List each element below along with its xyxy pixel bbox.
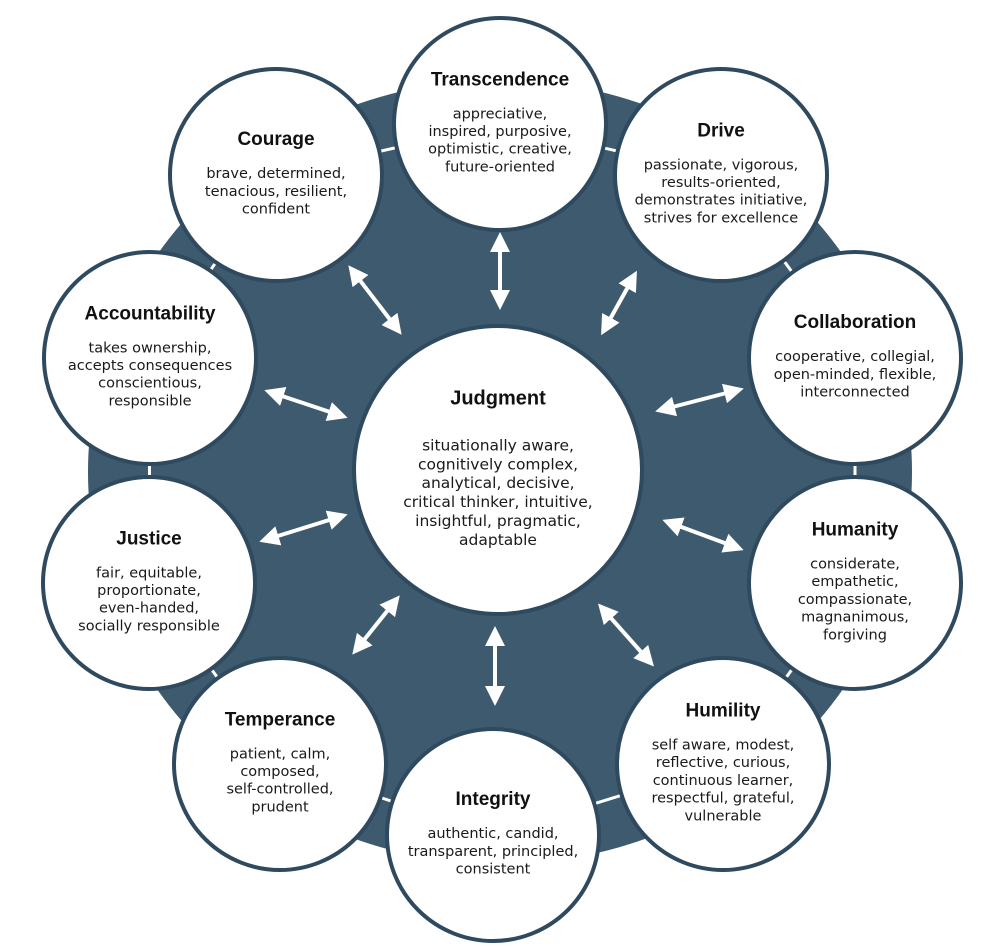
node-transcendence-trait-line: inspired, purposive,: [428, 124, 571, 140]
node-drive: Drive passionate, vigorous, results-orient…: [613, 67, 829, 283]
center-judgment-trait-line: cognitively complex,: [418, 455, 578, 473]
center-judgment-trait-line: adaptable: [459, 531, 537, 549]
node-transcendence-title: Transcendence: [431, 69, 569, 90]
node-drive-trait-line: results-oriented,: [661, 175, 780, 191]
node-collaboration-trait-line: open-minded, flexible,: [774, 367, 936, 383]
center-judgment-title: Judgment: [450, 387, 546, 409]
node-collaboration-trait-line: cooperative, collegial,: [775, 349, 935, 365]
node-collaboration-circle: [747, 250, 963, 466]
double-arrow-icon: [348, 265, 402, 335]
node-drive-trait-line: demonstrates initiative,: [635, 193, 808, 209]
node-justice-title: Justice: [116, 528, 181, 549]
node-temperance-title: Temperance: [225, 709, 336, 730]
node-courage: Courage brave, determined, tenacious, resi…: [168, 67, 384, 283]
node-justice-trait-line: fair, equitable,: [96, 565, 202, 581]
node-integrity-trait-line: consistent: [456, 862, 531, 878]
node-justice-trait-line: even-handed,: [99, 601, 199, 617]
node-humanity: Humanity considerate,empathetic, compassio…: [747, 475, 963, 691]
double-arrow-icon: [655, 383, 744, 417]
node-integrity-title: Integrity: [456, 789, 531, 810]
node-integrity-trait-line: authentic, candid,: [427, 826, 558, 842]
node-accountability-title: Accountability: [85, 303, 216, 324]
node-accountability-trait-line: accepts consequences: [68, 358, 232, 374]
node-temperance: Temperance patient, calm, composed, self-co…: [172, 656, 388, 872]
node-courage-trait-line: brave, determined,: [206, 166, 345, 182]
node-humanity-trait-line: compassionate,: [798, 592, 912, 608]
node-integrity-circle: [385, 727, 601, 943]
node-humility-trait-line: respectful, grateful,: [651, 791, 794, 807]
node-humility-trait-line: vulnerable: [685, 808, 762, 824]
center-judgment: Judgment situationally aware,cognitively …: [352, 324, 644, 616]
node-courage-circle: [168, 67, 384, 283]
node-humanity-trait-line: forgiving: [823, 627, 887, 643]
center-judgment-trait-line: insightful, pragmatic,: [415, 512, 581, 530]
node-temperance-trait-line: composed,: [240, 764, 319, 780]
node-temperance-trait-line: prudent: [251, 799, 309, 815]
node-humility: Humility self aware, modest,reflective, c…: [615, 656, 831, 872]
node-justice-trait-line: socially responsible: [78, 618, 220, 634]
node-humility-title: Humility: [686, 700, 761, 721]
node-collaboration-title: Collaboration: [794, 312, 916, 333]
node-drive-circle: [613, 67, 829, 283]
node-drive-title: Drive: [697, 120, 745, 141]
node-accountability-trait-line: responsible: [108, 393, 191, 409]
node-transcendence-circle: [392, 16, 608, 232]
node-transcendence: Transcendence appreciative, inspired, purp…: [392, 16, 608, 232]
double-arrow-icon: [598, 603, 654, 667]
node-justice-trait-line: proportionate,: [97, 583, 201, 599]
center-judgment-trait-line: critical thinker, intuitive,: [403, 493, 592, 511]
node-humanity-trait-line: magnanimous,: [801, 610, 909, 626]
node-accountability-circle: [42, 250, 258, 466]
node-humanity-trait-line: empathetic,: [811, 574, 898, 590]
node-humanity-trait-line: considerate,: [810, 557, 900, 573]
double-arrow-icon: [259, 510, 348, 546]
node-integrity: Integrity authentic, candid, transparent, …: [385, 727, 601, 943]
center-judgment-circle: [352, 324, 644, 616]
node-accountability-trait-line: conscientious,: [98, 376, 202, 392]
node-humanity-circle: [747, 475, 963, 691]
node-temperance-circle: [172, 656, 388, 872]
node-humility-trait-line: continuous learner,: [653, 773, 794, 789]
node-integrity-trait-line: transparent, principled,: [408, 844, 578, 860]
node-drive-trait-line: passionate, vigorous,: [644, 157, 799, 173]
double-arrow-icon: [662, 517, 744, 553]
node-temperance-trait-line: self-controlled,: [226, 782, 333, 798]
double-arrow-icon: [352, 595, 400, 655]
node-courage-title: Courage: [237, 129, 314, 150]
center-judgment-trait-line: situationally aware,: [422, 436, 574, 454]
node-humanity-title: Humanity: [812, 519, 899, 540]
node-justice-circle: [41, 475, 257, 691]
node-humility-circle: [615, 656, 831, 872]
node-accountability: Accountability takes ownership, accepts co…: [42, 250, 258, 466]
node-collaboration: Collaboration cooperative, collegial, open…: [747, 250, 963, 466]
node-humility-trait-line: self aware, modest,: [652, 738, 795, 754]
node-drive-trait-line: strives for excellence: [644, 210, 798, 226]
node-temperance-trait-line: patient, calm,: [230, 746, 330, 762]
node-collaboration-trait-line: interconnected: [800, 385, 909, 401]
node-accountability-trait-line: takes ownership,: [89, 340, 212, 356]
double-arrow-icon: [601, 270, 637, 336]
center-judgment-trait-line: analytical, decisive,: [421, 474, 574, 492]
node-courage-trait-line: tenacious, resilient,: [205, 184, 347, 200]
double-arrow-icon: [264, 386, 348, 422]
node-transcendence-trait-line: appreciative,: [453, 106, 548, 122]
node-transcendence-trait-line: future-oriented: [445, 159, 555, 175]
node-justice: Justice fair, equitable, proportionate, eve…: [41, 475, 257, 691]
node-humility-trait-line: reflective, curious,: [656, 755, 790, 771]
node-transcendence-trait-line: optimistic, creative,: [428, 142, 572, 158]
node-courage-trait-line: confident: [242, 202, 310, 218]
